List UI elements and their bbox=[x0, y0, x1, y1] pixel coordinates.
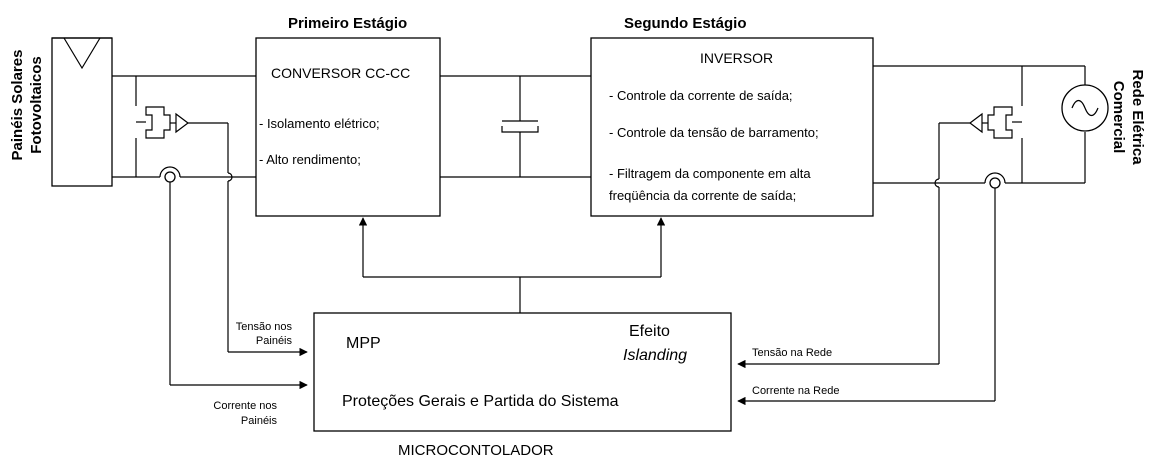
dc-dc-item-1: - Isolamento elétrico; bbox=[259, 116, 380, 131]
protections-label: Proteções Gerais e Partida do Sistema bbox=[342, 393, 619, 410]
dc-dc-converter-title: CONVERSOR CC-CC bbox=[271, 65, 410, 81]
inverter-item-4: freqüência da corrente de saída; bbox=[609, 188, 796, 203]
grid-current-label: Corrente na Rede bbox=[752, 385, 839, 397]
grid-voltage-sensor-icon bbox=[737, 66, 1023, 369]
solar-panels-label-line2: Fotovoltaicos bbox=[28, 56, 45, 154]
inverter-box: INVERSOR - Controle da corrente de saída… bbox=[590, 37, 874, 217]
panel-voltage-label-line1: Tensão nos bbox=[236, 321, 293, 333]
inverter-item-3: - Filtragem da componente em alta bbox=[609, 166, 811, 181]
control-feedback-lines bbox=[358, 217, 666, 313]
grid-current-sensor-icon bbox=[737, 172, 1006, 406]
second-stage-heading: Segundo Estágio bbox=[624, 15, 747, 32]
inverter-item-2: - Controle da tensão de barramento; bbox=[609, 125, 819, 140]
dc-dc-item-2: - Alto rendimento; bbox=[259, 152, 361, 167]
microcontroller-caption: MICROCONTOLADOR bbox=[398, 442, 554, 459]
inverter-item-1: - Controle da corrente de saída; bbox=[609, 88, 793, 103]
first-stage-heading: Primeiro Estágio bbox=[288, 15, 407, 32]
panel-voltage-label-line2: Painéis bbox=[256, 335, 293, 347]
dc-dc-converter-box: CONVERSOR CC-CC - Isolamento elétrico; -… bbox=[255, 37, 441, 217]
ac-grid-source-icon bbox=[1061, 84, 1109, 132]
solar-panels-label-line1: Painéis Solares bbox=[9, 50, 26, 161]
grid-label-line1: Rede Elétrica bbox=[1129, 69, 1146, 165]
grid-label-line2: Comercial bbox=[1110, 81, 1127, 154]
solar-panels-side-label: Painéis Solares Fotovoltaicos bbox=[9, 50, 45, 161]
grid-wires bbox=[873, 65, 1086, 184]
grid-voltage-label: Tensão na Rede bbox=[752, 347, 832, 359]
dc-link-wires bbox=[440, 75, 591, 178]
efeito-label: Efeito bbox=[629, 323, 670, 340]
microcontroller-box: MPP Efeito Islanding Proteções Gerais e … bbox=[313, 312, 732, 432]
dc-link-capacitor-icon bbox=[501, 120, 539, 133]
grid-side-label: Rede Elétrica Comercial bbox=[1110, 69, 1146, 165]
panel-current-label-line1: Corrente nos bbox=[213, 400, 277, 412]
inverter-title: INVERSOR bbox=[700, 50, 773, 66]
panel-current-sensor-icon bbox=[159, 166, 308, 390]
mpp-label: MPP bbox=[346, 335, 381, 352]
islanding-label: Islanding bbox=[623, 347, 687, 364]
solar-panel-icon bbox=[51, 37, 113, 187]
panel-current-label-line2: Painéis bbox=[241, 415, 278, 427]
panel-voltage-sensor-icon bbox=[135, 76, 308, 357]
